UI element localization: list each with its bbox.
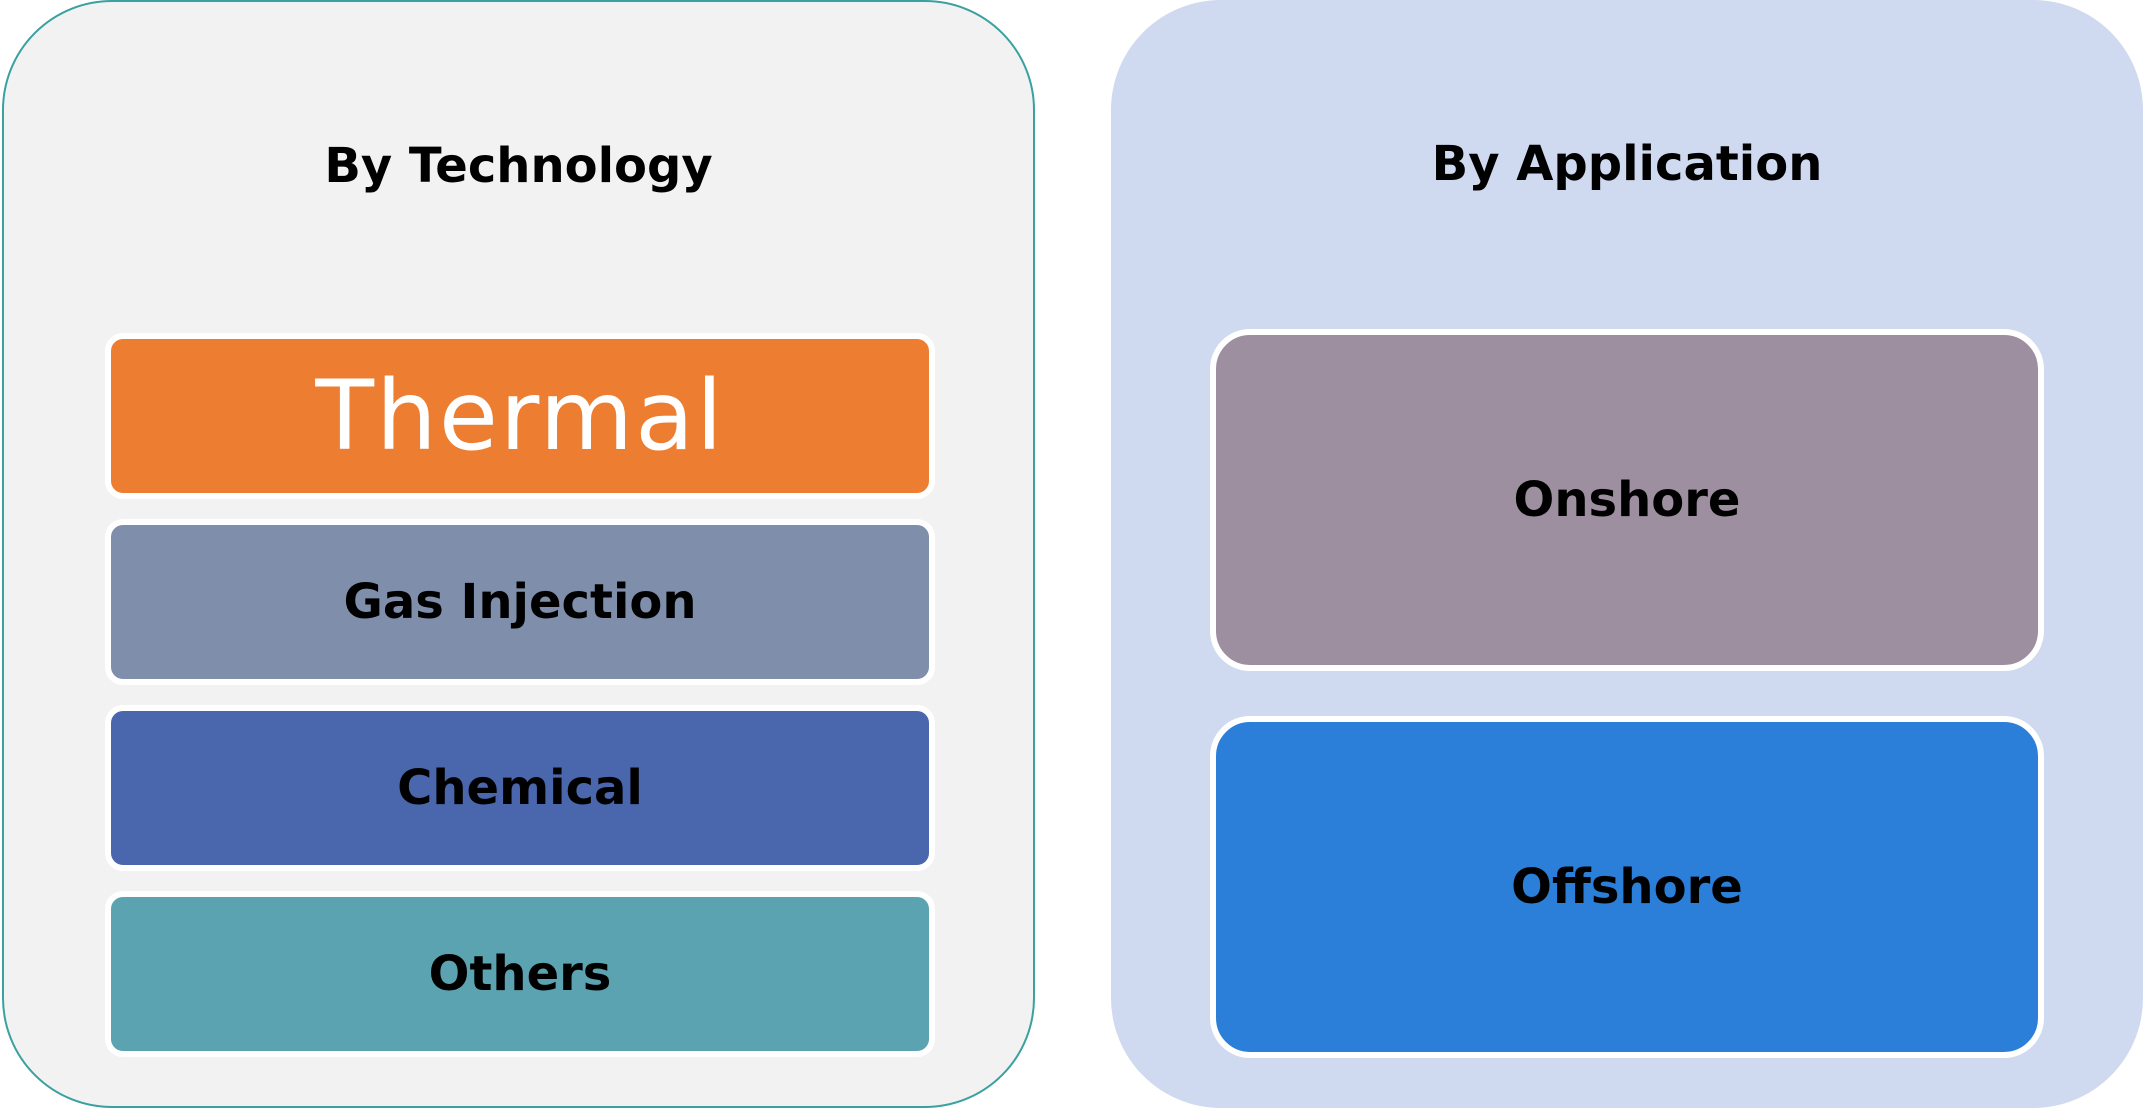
- by-technology-panel: By Technology Thermal Gas Injection Chem…: [2, 0, 1035, 1108]
- by-technology-title: By Technology: [324, 138, 713, 194]
- technology-item-thermal: Thermal: [105, 333, 935, 499]
- technology-item-gas-injection: Gas Injection: [105, 519, 935, 685]
- application-item-label: Onshore: [1513, 472, 1741, 528]
- technology-item-label: Chemical: [397, 760, 643, 816]
- technology-item-label: Others: [428, 946, 612, 1002]
- application-item-onshore: Onshore: [1210, 329, 2044, 671]
- application-item-offshore: Offshore: [1210, 716, 2044, 1058]
- technology-item-others: Others: [105, 891, 935, 1057]
- technology-item-chemical: Chemical: [105, 705, 935, 871]
- by-application-panel: By Application Onshore Offshore: [1111, 0, 2143, 1108]
- technology-item-label: Thermal: [315, 360, 725, 472]
- by-application-title: By Application: [1431, 136, 1823, 192]
- application-item-label: Offshore: [1511, 859, 1743, 915]
- technology-item-label: Gas Injection: [343, 574, 697, 630]
